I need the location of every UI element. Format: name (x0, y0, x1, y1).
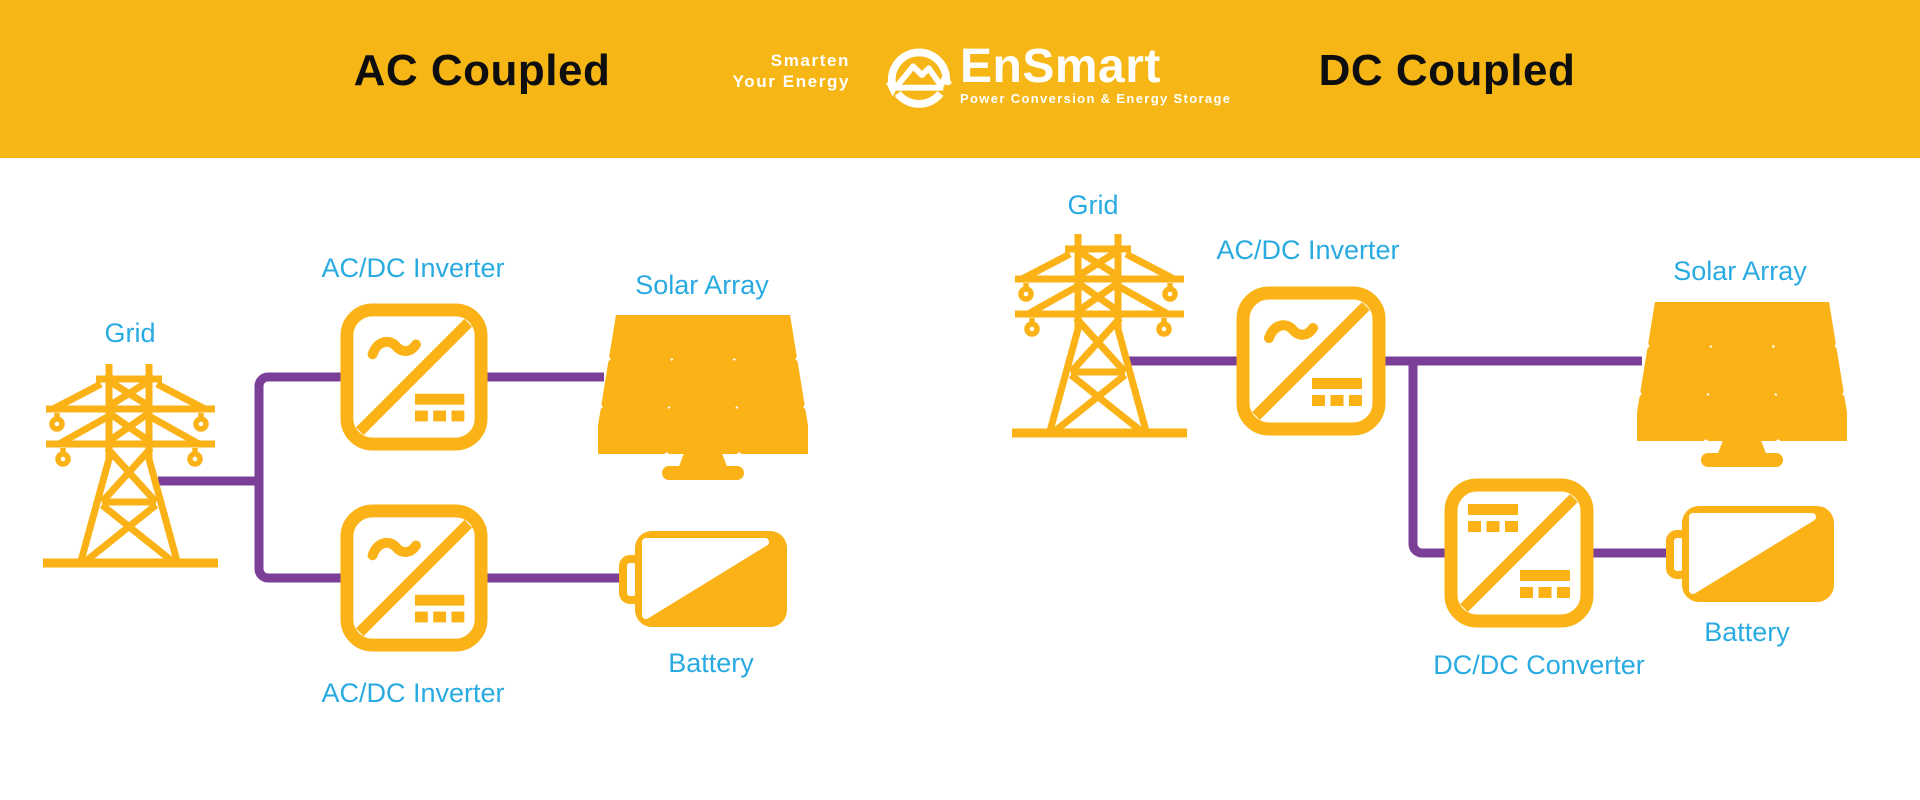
dc-inverter-label: AC/DC Inverter (1216, 235, 1400, 265)
ac-solar-label: Solar Array (635, 270, 769, 300)
header-band: AC Coupled DC Coupled Smarten Your Energ… (0, 0, 1920, 158)
dc-inverter-icon (1236, 286, 1386, 436)
ac-battery-label: Battery (668, 648, 754, 678)
ac-bottom-inverter-icon (340, 504, 488, 652)
ensmart-logo-icon (884, 42, 954, 112)
ac-bottom-inverter-label: AC/DC Inverter (321, 678, 505, 708)
ac-battery-icon (619, 528, 791, 630)
ac-grid-tower-icon (43, 363, 218, 568)
ac-top-inverter-icon (340, 303, 488, 451)
dc-coupled-title: DC Coupled (1318, 46, 1576, 95)
brand-block: EnSmart Power Conversion & Energy Storag… (960, 40, 1380, 107)
brand-slogan-line1: Smarten (770, 51, 850, 70)
ac-top-inverter-label: AC/DC Inverter (321, 253, 505, 283)
brand-tagline: Power Conversion & Energy Storage (960, 91, 1232, 106)
brand-name: EnSmart (960, 40, 1161, 93)
brand-slogan: Smarten Your Energy (600, 50, 850, 92)
dc-wire-branch-converter (1408, 361, 1448, 558)
brand-slogan-line2: Your Energy (732, 72, 850, 91)
dc-grid-label: Grid (1067, 190, 1119, 220)
dc-battery-label: Battery (1704, 617, 1790, 647)
dc-converter-icon (1444, 478, 1594, 628)
ac-coupled-title: AC Coupled (353, 46, 611, 95)
dc-converter-label: DC/DC Converter (1433, 650, 1645, 680)
ac-wire-branch (254, 372, 344, 583)
ac-solar-array-icon (598, 315, 808, 481)
ac-grid-label: Grid (104, 318, 156, 348)
dc-solar-label: Solar Array (1673, 256, 1807, 286)
dc-battery-icon (1666, 503, 1838, 605)
dc-solar-array-icon (1637, 302, 1847, 468)
